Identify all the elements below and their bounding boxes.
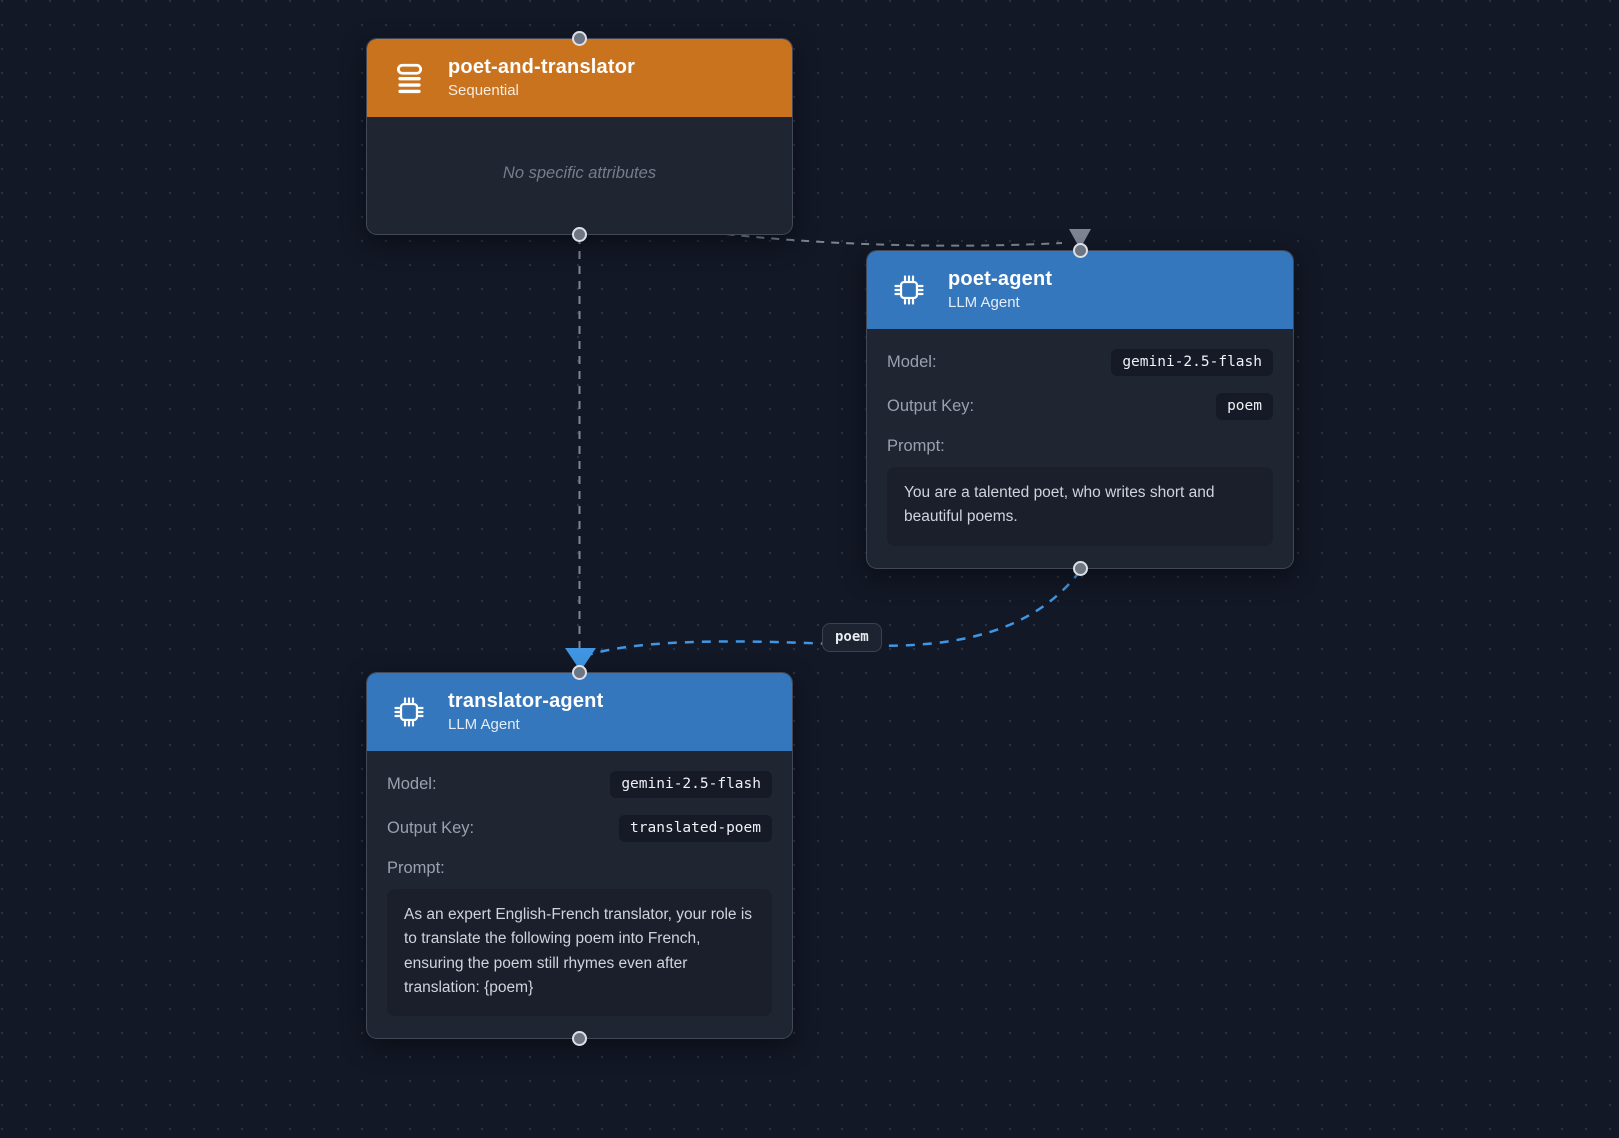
node-header-text: poet-agent LLM Agent [948,268,1052,311]
node-title: translator-agent [448,690,604,712]
node-header[interactable]: poet-and-translator Sequential [367,39,792,117]
target-handle[interactable] [572,665,587,680]
output-key-label: Output Key: [887,397,975,415]
target-handle[interactable] [1072,243,1088,258]
prompt-label: Prompt: [387,859,445,877]
model-value: gemini-2.5-flash [610,771,772,798]
output-key-row: Output Key: poem [887,393,1273,420]
output-key-row: Output Key: translated-poem [387,815,772,842]
model-row: Model: gemini-2.5-flash [887,349,1273,376]
chip-icon [391,694,427,730]
arrowhead-blue-translator [565,648,596,671]
source-handle[interactable] [1072,560,1088,576]
prompt-label: Prompt: [887,437,945,455]
node-translator-agent[interactable]: translator-agent LLM Agent Model: gemini… [366,665,793,1047]
prompt-text: As an expert English-French translator, … [387,889,772,1017]
node-poet-agent[interactable]: poet-agent LLM Agent Model: gemini-2.5-f… [866,243,1294,576]
model-value: gemini-2.5-flash [1111,349,1273,376]
source-handle[interactable] [572,1031,587,1047]
target-handle[interactable] [572,31,587,46]
output-key-label: Output Key: [387,819,475,837]
node-header[interactable]: translator-agent LLM Agent [367,673,792,751]
model-row: Model: gemini-2.5-flash [387,771,772,798]
node-title: poet-agent [948,268,1053,290]
model-label: Model: [887,353,937,371]
arrowhead-gray-poet [1069,229,1091,249]
node-header-text: translator-agent LLM Agent [448,690,603,733]
node-subtitle: LLM Agent [448,716,520,733]
output-key-value: poem [1216,393,1273,420]
prompt-text: You are a talented poet, who writes shor… [887,467,1273,546]
no-attributes-text: No specific attributes [502,164,657,182]
node-subtitle: LLM Agent [948,294,1020,311]
node-body: Model: gemini-2.5-flash Output Key: tran… [367,751,792,1038]
edge-label-poem[interactable]: poem [822,623,882,652]
node-header[interactable]: poet-agent LLM Agent [867,251,1293,329]
node-poet-and-translator[interactable]: poet-and-translator Sequential No specif… [366,31,793,242]
node-title: poet-and-translator [448,56,636,78]
sequential-list-icon [391,60,427,96]
node-subtitle: Sequential [448,82,519,99]
output-key-value: translated-poem [619,815,772,842]
source-handle[interactable] [572,227,587,242]
chip-icon [891,272,927,308]
node-body: No specific attributes [367,117,792,234]
node-body: Model: gemini-2.5-flash Output Key: poem… [867,329,1293,568]
node-header-text: poet-and-translator Sequential [448,56,635,99]
model-label: Model: [387,775,437,793]
